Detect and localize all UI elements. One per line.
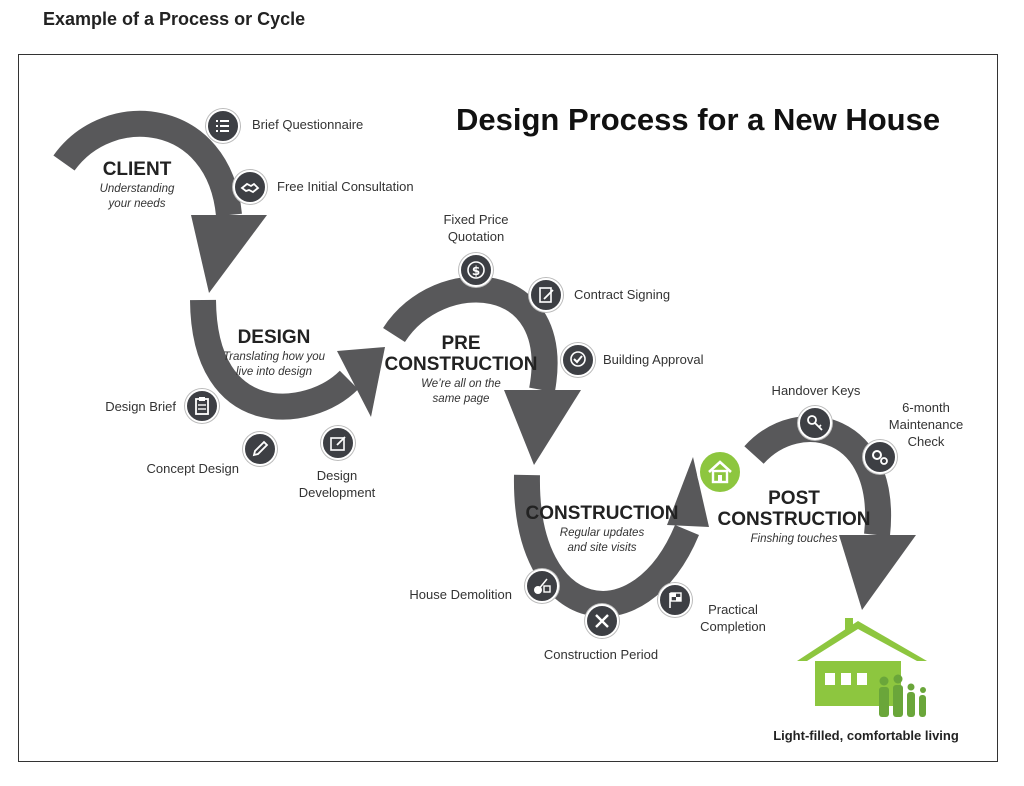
- stage-post-construction: POST CONSTRUCTION Finshing touches: [717, 488, 870, 547]
- design-arc: [190, 299, 359, 420]
- stage-construction-name: CONSTRUCTION: [525, 503, 679, 524]
- post-construction-arc: [744, 416, 892, 537]
- approval-check-icon: [561, 343, 595, 377]
- contract-icon: [529, 278, 563, 312]
- label-design-development-2: Development: [298, 485, 376, 500]
- construction-arc: [513, 474, 699, 617]
- stage-design-name: DESIGN: [237, 327, 311, 348]
- stage-design: DESIGN Translating how you live into des…: [223, 327, 325, 380]
- diagram-frame: Design Process for a New House CLIENT Un…: [18, 54, 998, 762]
- family-icon: [879, 674, 926, 717]
- stage-construction-sub2: and site visits: [567, 542, 637, 554]
- construction-arrowhead: [667, 457, 709, 527]
- label-brief-questionnaire: Brief Questionnaire: [252, 117, 364, 132]
- label-design-brief: Design Brief: [105, 399, 176, 414]
- stage-construction: CONSTRUCTION Regular updates and site vi…: [525, 503, 678, 556]
- home-icon: [697, 449, 743, 495]
- house-icon: [797, 618, 927, 706]
- label-practical-completion-1: Practical: [708, 602, 758, 617]
- stage-design-sub1: Translating how you: [222, 351, 326, 363]
- label-house-demolition: House Demolition: [409, 587, 512, 602]
- stage-construction-sub1: Regular updates: [559, 527, 645, 539]
- client-arrowhead: [191, 215, 267, 293]
- pre-construction-arc: [383, 276, 558, 393]
- stage-post-name1: POST: [768, 488, 820, 509]
- label-maintenance-2: Maintenance: [888, 417, 964, 432]
- stage-pre-construction: PRE CONSTRUCTION We’re all on the same p…: [384, 333, 537, 407]
- label-concept-design: Concept Design: [146, 461, 240, 476]
- stage-pre-name2: CONSTRUCTION: [384, 354, 538, 375]
- tools-icon: [585, 604, 619, 638]
- stage-client: CLIENT Understanding your needs: [100, 159, 175, 212]
- stage-client-sub2: your needs: [108, 198, 166, 210]
- label-building-approval: Building Approval: [603, 352, 704, 367]
- stage-pre-sub2: same page: [432, 393, 490, 405]
- label-maintenance-1: 6-month: [902, 400, 950, 415]
- client-arc: [53, 110, 242, 217]
- label-practical-completion-2: Completion: [700, 619, 766, 634]
- drawing-icon: [321, 426, 355, 460]
- dollar-icon: $: [459, 253, 493, 287]
- label-handover-keys: Handover Keys: [771, 383, 861, 398]
- page-heading: Example of a Process or Cycle: [43, 9, 306, 29]
- stage-post-name2: CONSTRUCTION: [717, 509, 871, 530]
- pencil-icon: [243, 432, 277, 466]
- label-contract-signing: Contract Signing: [574, 287, 671, 302]
- design-arrowhead: [337, 347, 385, 417]
- checklist-icon: [206, 109, 240, 143]
- label-free-initial-consultation: Free Initial Consultation: [277, 179, 414, 194]
- label-fixed-price-1: Fixed Price: [443, 212, 509, 227]
- label-design-development-1: Design: [316, 468, 358, 483]
- diagram-title: Design Process for a New House: [456, 102, 941, 137]
- pre-construction-arrowhead: [504, 390, 581, 465]
- clipboard-icon: [185, 389, 219, 423]
- stage-pre-sub1: We’re all on the: [421, 378, 501, 390]
- stage-client-sub1: Understanding: [99, 183, 175, 195]
- keys-icon: [798, 406, 832, 440]
- final-outcome-label: Light-filled, comfortable living: [773, 728, 959, 743]
- label-maintenance-3: Check: [907, 434, 945, 449]
- stage-design-sub2: live into design: [235, 366, 313, 378]
- label-construction-period: Construction Period: [543, 647, 659, 662]
- handshake-icon: [233, 170, 267, 204]
- stage-client-name: CLIENT: [102, 159, 172, 180]
- stage-post-sub1: Finshing touches: [750, 533, 838, 545]
- process-flow-arrows: [53, 110, 916, 617]
- checkered-flag-icon: [658, 583, 692, 617]
- stage-pre-name1: PRE: [441, 333, 481, 354]
- gears-icon: [863, 440, 897, 474]
- post-construction-arrowhead: [839, 535, 916, 610]
- svg-text:$: $: [472, 264, 480, 278]
- label-fixed-price-2: Quotation: [447, 229, 505, 244]
- demolition-icon: [525, 569, 559, 603]
